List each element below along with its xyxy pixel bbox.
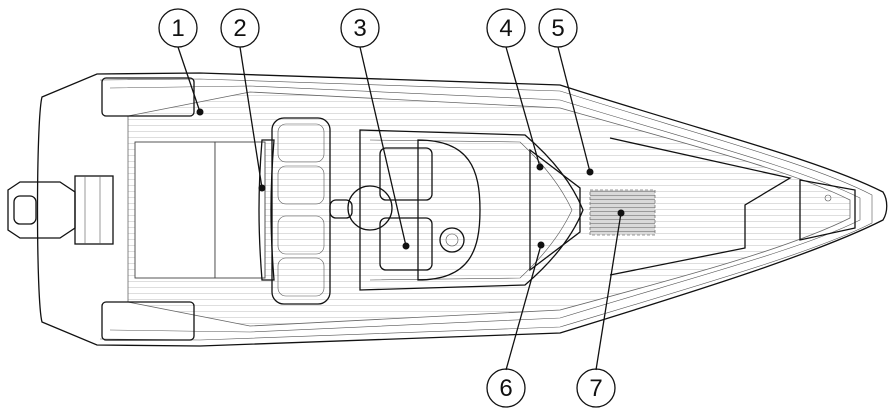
- callout-6: 6: [486, 368, 526, 408]
- stern-lockers: [101, 77, 195, 341]
- callout-3: 3: [340, 8, 380, 48]
- callout-5-label: 5: [551, 15, 564, 42]
- callout-4-label: 4: [499, 15, 512, 42]
- bow-area: [609, 137, 856, 276]
- callout-6-label: 6: [499, 375, 512, 402]
- callout-1-label: 1: [171, 15, 184, 42]
- callout-7: 7: [576, 368, 616, 408]
- leader-lines: [177, 46, 622, 371]
- hull: [36, 72, 888, 347]
- helm-seats: [329, 147, 433, 271]
- deck: [127, 91, 851, 327]
- callout-1: 1: [158, 8, 198, 48]
- callout-3-label: 3: [353, 15, 366, 42]
- callout-4: 4: [486, 8, 526, 48]
- callout-2: 2: [220, 8, 260, 48]
- callout-7-label: 7: [589, 375, 602, 402]
- outboard-engine: [7, 175, 114, 245]
- target-dots: [196, 108, 625, 250]
- callout-5: 5: [538, 8, 578, 48]
- callout-2-label: 2: [233, 15, 246, 42]
